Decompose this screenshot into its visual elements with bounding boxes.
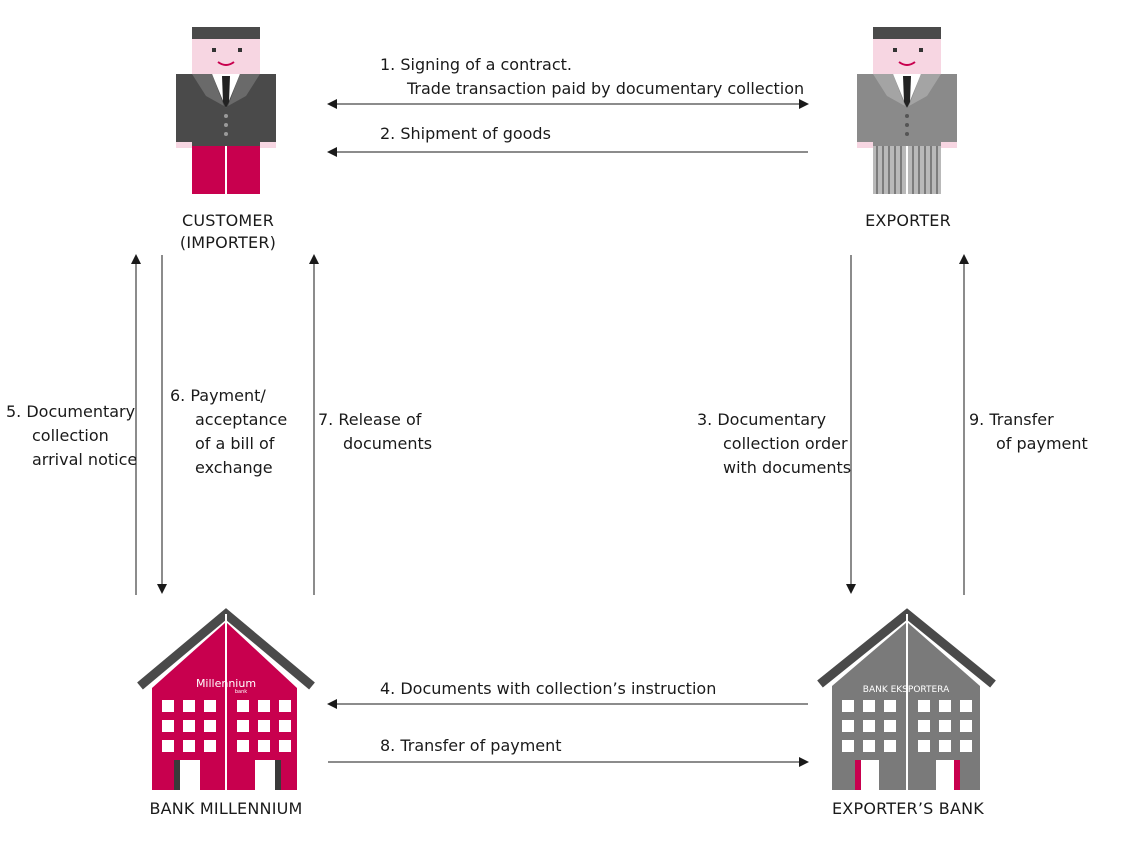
millennium-sign-sub: bank xyxy=(235,689,247,695)
step-1-label: 1. Signing of a contract. Trade transact… xyxy=(380,53,804,101)
step-1-line1: 1. Signing of a contract. xyxy=(380,55,573,74)
step-5-line1: 5. Documentary xyxy=(6,402,136,421)
step-6-line1: 6. Payment/ xyxy=(170,386,266,405)
customer-caption-line2: (IMPORTER) xyxy=(179,233,277,252)
step-3-line2: collection order xyxy=(723,434,848,453)
step-7-line2: documents xyxy=(343,434,433,453)
step-4-label: 4. Documents with collection’s instructi… xyxy=(380,677,716,701)
step-2-label: 2. Shipment of goods xyxy=(380,122,551,146)
step-4-line1: 4. Documents with collection’s instructi… xyxy=(380,679,717,698)
step-7-label: 7. Release of documents xyxy=(318,408,432,456)
exporters-bank-sign: BANK EKSPORTERA xyxy=(863,685,950,695)
bank-millennium-caption: BANK MILLENNIUM xyxy=(149,799,303,818)
step-3-label: 3. Documentary collection order with doc… xyxy=(697,408,851,480)
millennium-sign: Millennium xyxy=(196,677,256,690)
step-1-line2: Trade transaction paid by documentary co… xyxy=(407,79,805,98)
customer-figure xyxy=(176,27,276,194)
step-6-line2: acceptance xyxy=(195,410,288,429)
exporters-bank-building xyxy=(817,608,996,790)
step-9-label: 9. Transfer of payment xyxy=(969,408,1088,456)
step-5-label: 5. Documentary collection arrival notice xyxy=(6,400,137,472)
step-2-line1: 2. Shipment of goods xyxy=(380,124,551,143)
exporters-bank-caption: EXPORTER’S BANK xyxy=(832,799,984,818)
step-6-line4: exchange xyxy=(195,458,273,477)
exporter-caption: EXPORTER xyxy=(840,210,976,232)
step-6-label: 6. Payment/ acceptance of a bill of exch… xyxy=(170,384,287,480)
step-7-line1: 7. Release of xyxy=(318,410,422,429)
customer-caption: CUSTOMER (IMPORTER) xyxy=(160,210,296,254)
exporter-caption-line1: EXPORTER xyxy=(865,211,951,230)
step-5-line3: arrival notice xyxy=(32,450,138,469)
step-9-line2: of payment xyxy=(996,434,1088,453)
bank-millennium-building xyxy=(137,608,315,790)
step-3-line1: 3. Documentary xyxy=(697,410,827,429)
customer-caption-line1: CUSTOMER xyxy=(181,211,275,230)
step-8-label: 8. Transfer of payment xyxy=(380,734,562,758)
arrows xyxy=(131,99,969,767)
step-5-line2: collection xyxy=(32,426,109,445)
step-3-line3: with documents xyxy=(723,458,852,477)
exporter-figure xyxy=(857,27,957,194)
step-9-line1: 9. Transfer xyxy=(969,410,1054,429)
step-8-line1: 8. Transfer of payment xyxy=(380,736,562,755)
step-6-line3: of a bill of xyxy=(195,434,275,453)
